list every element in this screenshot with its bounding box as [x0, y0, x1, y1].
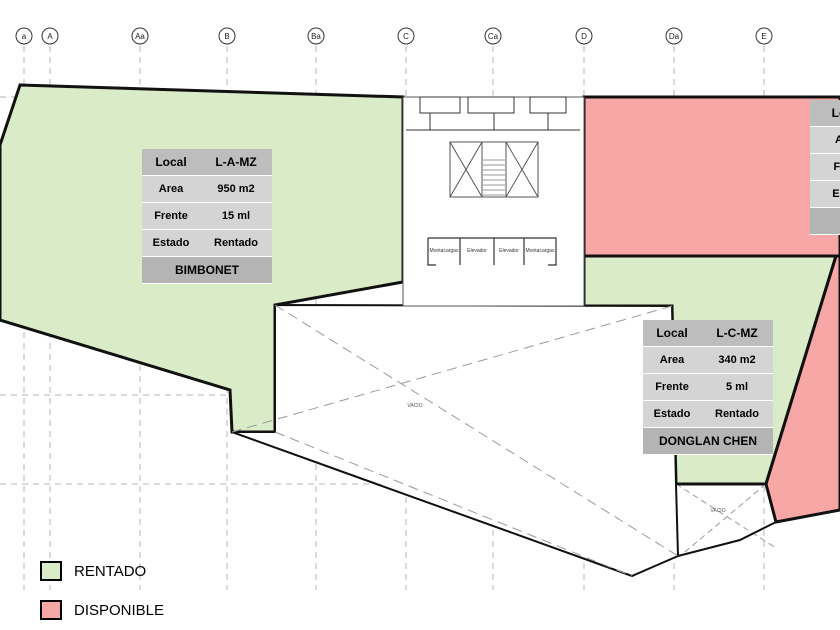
grid-axis-bubble: D [575, 27, 593, 45]
elevador-label-2: Elevador [499, 248, 519, 254]
elevador-label-1: Elevador [467, 248, 487, 254]
grid-axis-bubble: Ba [307, 27, 325, 45]
restroom-fixtures [406, 96, 580, 131]
info-key: Estado [142, 230, 200, 256]
legend-label-disponible: DISPONIBLE [74, 601, 165, 619]
grid-axis-label: D [581, 32, 587, 41]
info-key: Es [810, 181, 840, 207]
grid-axis-label: E [761, 32, 766, 41]
core-block [402, 96, 585, 307]
grid-axis-label: Ba [311, 32, 321, 41]
info-key: Local [142, 149, 200, 175]
unit-disponible-top-area[interactable] [582, 95, 840, 258]
grid-axis-bubble: C [397, 27, 415, 45]
info-row-local: Local L-A-MZ [142, 149, 272, 176]
grid-axis-label: a [22, 32, 27, 41]
info-key: A [810, 127, 840, 153]
lower-void-outline [676, 483, 778, 557]
legend-label-rentado: RENTADO [74, 562, 147, 580]
info-key: Area [142, 176, 200, 202]
stair-treads [483, 159, 505, 196]
info-value: L-A-MZ [200, 149, 272, 175]
info-value: 5 ml [701, 374, 773, 400]
info-row-area: A [810, 127, 840, 154]
stairs [449, 141, 539, 198]
info-row-local: Lo [810, 100, 840, 127]
small-void-cross [675, 483, 777, 557]
info-row-frente: Frente 15 ml [142, 203, 272, 230]
grid-bubbles: a A Aa B Ba C Ca D Da E [15, 27, 773, 45]
info-tenant-name [810, 208, 840, 235]
info-row-frente: Frente 5 ml [643, 374, 773, 401]
info-row-estado: Es [810, 181, 840, 208]
unit-disponible-right-area[interactable] [764, 254, 840, 524]
grid-axis-bubble: Ca [484, 27, 502, 45]
legend-rentado: RENTADO [40, 561, 146, 581]
grid-axis-bubble: B [218, 27, 236, 45]
info-key: Lo [810, 100, 840, 126]
grid-axis-bubble: A [41, 27, 59, 45]
info-key: Area [643, 347, 701, 373]
info-value: Rentado [701, 401, 773, 427]
grid-axis-label: B [224, 32, 229, 41]
grid-axis-label: C [403, 32, 409, 41]
info-row-area: Area 340 m2 [643, 347, 773, 374]
info-value: 950 m2 [200, 176, 272, 202]
vacio-label: VACIO [407, 403, 422, 409]
info-row-frente: Fr [810, 154, 840, 181]
grid-axis-label: Ca [488, 32, 499, 41]
atrium-cross-lines [231, 304, 679, 577]
legend-swatch-rentado [40, 561, 62, 581]
info-value: L-C-MZ [701, 320, 773, 346]
elevator-bank [427, 237, 557, 266]
grid-axis-label: A [47, 32, 53, 41]
grid-axis-bubble: Aa [131, 27, 149, 45]
legend-swatch-disponible [40, 600, 62, 620]
grid-axis-bubble: Da [665, 27, 683, 45]
info-row-estado: Estado Rentado [643, 401, 773, 428]
unit-info-l-a-mz: Local L-A-MZ Area 950 m2 Frente 15 ml Es… [142, 149, 272, 284]
info-tenant-name: BIMBONET [142, 257, 272, 284]
grid-axis-label: Da [669, 32, 680, 41]
grid-axis-label: Aa [135, 32, 145, 41]
vacio-label-small: VACIO [710, 508, 725, 514]
info-row-estado: Estado Rentado [142, 230, 272, 257]
info-value: 340 m2 [701, 347, 773, 373]
info-tenant-name: DONGLAN CHEN [643, 428, 773, 455]
info-key: Fr [810, 154, 840, 180]
grid-axis-bubble: E [755, 27, 773, 45]
grid-axis-bubble: a [15, 27, 33, 45]
info-key: Estado [643, 401, 701, 427]
atrium-void [231, 303, 680, 578]
info-row-area: Area 950 m2 [142, 176, 272, 203]
info-key: Frente [643, 374, 701, 400]
legend-disponible: DISPONIBLE [40, 600, 164, 620]
unit-info-l-c-mz: Local L-C-MZ Area 340 m2 Frente 5 ml Est… [643, 320, 773, 455]
montacargas-label-left: Montacargas [430, 248, 459, 254]
info-key: Local [643, 320, 701, 346]
info-value: 15 ml [200, 203, 272, 229]
unit-info-partial: Lo A Fr Es [810, 100, 840, 235]
info-value: Rentado [200, 230, 272, 256]
info-row-local: Local L-C-MZ [643, 320, 773, 347]
info-key: Frente [142, 203, 200, 229]
montacargas-label-right: Montacargas [526, 248, 555, 254]
